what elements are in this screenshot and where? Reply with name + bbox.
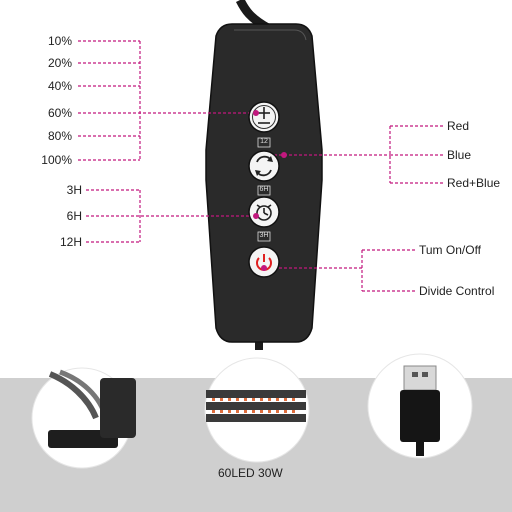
timer-clock-icon [256,204,272,221]
usb-detail [367,353,473,459]
remote-body [205,23,323,343]
clamp-detail [31,367,136,469]
timer-option: 12H [59,235,82,249]
power-guides [264,249,416,292]
color-mode: Red [447,119,470,133]
color-mode: Blue [447,148,472,162]
led-chips [212,398,295,413]
power-function: Divide Control [419,284,495,298]
color-marker-dot [281,152,287,158]
usb-plug-icon [400,365,440,456]
remote-highlight [234,29,307,41]
brightness-level: 80% [47,129,72,143]
brightness-button[interactable] [248,101,280,133]
brightness-level: 40% [47,79,72,93]
color-badge-frame [257,137,271,148]
timer-badge: 6H [259,186,269,193]
color-cycle-icon [255,155,273,177]
power-button[interactable] [248,246,280,278]
color-button[interactable] [248,150,287,182]
brightness-level: 20% [47,56,72,70]
bottom-cable [255,338,263,350]
power-badge-frame [257,231,271,242]
brightness-icon [258,107,270,124]
timer-option: 6H [66,209,82,223]
power-badge: 3H [259,232,269,239]
timer-button[interactable] [248,196,280,228]
timer-option: 3H [66,183,82,197]
timer-guides [86,189,256,243]
brightness-level: 100% [41,153,72,167]
color-mode: Red+Blue [447,176,501,190]
color-badge: 12 [260,138,268,145]
timer-marker-dot [253,213,259,219]
brightness-guides [78,40,256,161]
power-function: Tum On/Off [419,243,482,257]
product-caption: 60LED 30W [218,466,283,480]
led-bar-detail [204,357,310,463]
power-marker-dot [261,265,267,271]
brightness-level: 10% [47,34,72,48]
timer-badge-frame [257,185,271,196]
brightness-level: 60% [47,106,72,120]
brightness-marker-dot [253,110,259,116]
